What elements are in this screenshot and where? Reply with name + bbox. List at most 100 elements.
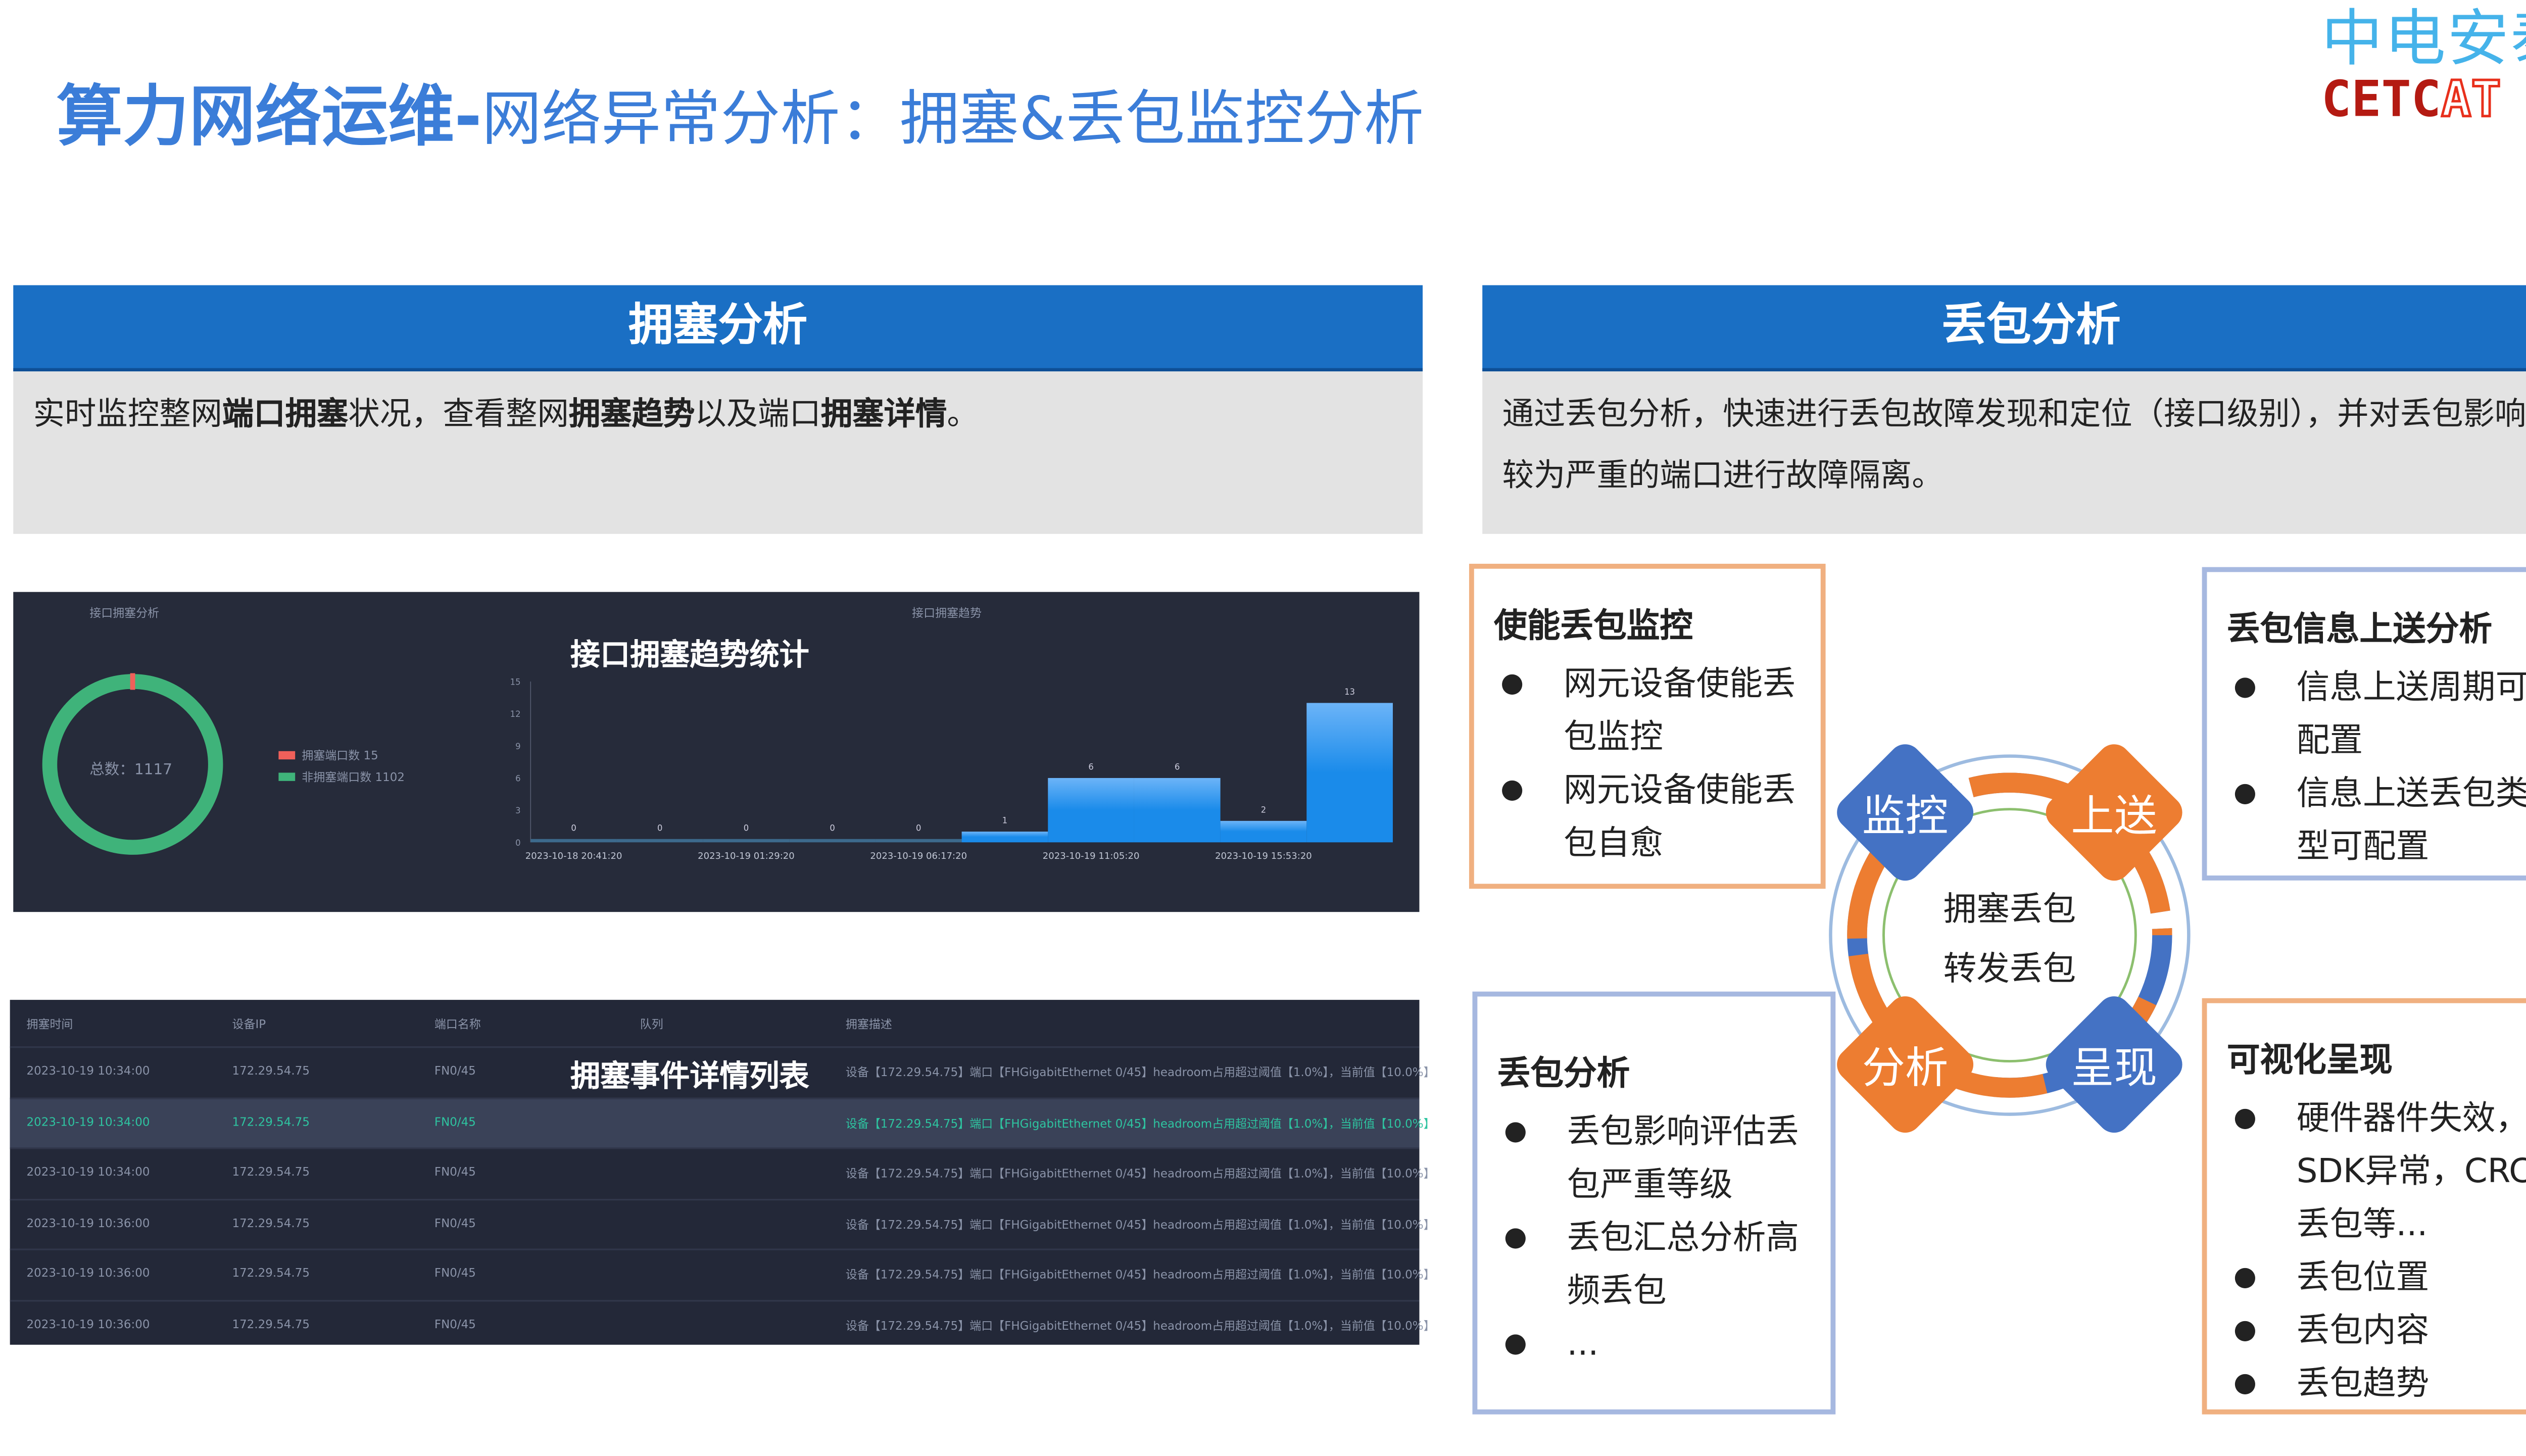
loss-description: 通过丢包分析，快速进行丢包故障发现和定位（接口级别），并对丢包影响面较为严重的端… — [1482, 371, 2526, 534]
table-header: 拥塞时间 设备IP 端口名称 队列 拥塞描述 — [10, 1000, 1420, 1049]
col-header-queue: 队列 — [640, 1018, 663, 1032]
table-cell: 设备【172.29.54.75】端口【FHGigabitEthernet 0/4… — [845, 1319, 1435, 1333]
list-item: 丢包趋势 — [2227, 1356, 2526, 1410]
legend-normal: 非拥塞端口数 1102 — [302, 771, 405, 785]
box-report-analysis: 丢包信息上送分析 信息上送周期可配置信息上送丢包类型可配置 — [2202, 567, 2526, 881]
table-cell: 设备【172.29.54.75】端口【FHGigabitEthernet 0/4… — [845, 1066, 1435, 1080]
table-cell: FN0/45 — [434, 1267, 476, 1280]
bar-value-label: 0 — [657, 823, 662, 833]
desc-text: 。 — [947, 396, 979, 433]
bar-value-label: 13 — [1344, 687, 1355, 697]
table-cell: 172.29.54.75 — [232, 1115, 310, 1129]
list-item: 硬件器件失效，SDK异常，CRC丢包等... — [2227, 1091, 2526, 1250]
chart-title: 接口拥塞趋势统计 — [570, 638, 809, 673]
table-title: 拥塞事件详情列表 — [570, 1059, 809, 1095]
list-item: 信息上送周期可配置 — [2227, 660, 2526, 766]
loss-section: 丢包分析 通过丢包分析，快速进行丢包故障发现和定位（接口级别），并对丢包影响面较… — [1482, 285, 2526, 534]
table-cell: 2023-10-19 10:34:00 — [26, 1115, 150, 1129]
table-cell: 设备【172.29.54.75】端口【FHGigabitEthernet 0/4… — [845, 1167, 1435, 1181]
x-tick-label: 2023-10-19 06:17:20 — [870, 851, 967, 861]
bar-value-label: 6 — [1088, 762, 1093, 772]
y-tick-label: 15 — [510, 677, 521, 687]
x-tick-label: 2023-10-18 20:41:20 — [525, 851, 622, 861]
desc-text: 以及端口 — [695, 396, 821, 433]
node-present: 呈现 — [2071, 1044, 2158, 1095]
table-cell: FN0/45 — [434, 1166, 476, 1179]
desc-text: 状况，查看整网 — [348, 396, 569, 433]
table-cell: 172.29.54.75 — [232, 1267, 310, 1280]
list-item: 丢包位置 — [2227, 1250, 2526, 1303]
bar — [530, 839, 617, 843]
logo-en: CETCAT — [2321, 71, 2526, 130]
table-cell: FN0/45 — [434, 1216, 476, 1230]
congestion-event-table: 拥塞时间 设备IP 端口名称 队列 拥塞描述 2023-10-19 10:34:… — [10, 1000, 1435, 1345]
center-line-2: 转发丢包 — [1943, 948, 2076, 989]
table-cell: FN0/45 — [434, 1317, 476, 1331]
table-cell: 2023-10-19 10:36:00 — [26, 1317, 150, 1331]
y-tick-label: 9 — [515, 742, 520, 751]
congestion-heading: 拥塞分析 — [13, 285, 1423, 372]
box-title: 丢包分析 — [1497, 1053, 1630, 1093]
box-visualization: 可视化呈现 硬件器件失效，SDK异常，CRC丢包等...丢包位置丢包内容丢包趋势 — [2202, 998, 2526, 1415]
table-cell: 172.29.54.75 — [232, 1166, 310, 1179]
box-title: 丢包信息上送分析 — [2226, 608, 2492, 649]
table-row[interactable]: 2023-10-19 10:34:00 172.29.54.75 FN0/45 设备【… — [10, 1147, 1435, 1199]
col-header-ip: 设备IP — [232, 1018, 266, 1032]
col-header-port: 端口名称 — [434, 1018, 481, 1032]
cycle-ring-orange — [1847, 772, 2172, 1098]
bar — [961, 832, 1048, 843]
desc-emphasis: 拥塞详情 — [820, 396, 947, 433]
x-tick-label: 2023-10-19 01:29:20 — [698, 851, 795, 861]
x-tick-label: 2023-10-19 15:53:20 — [1215, 851, 1312, 861]
x-tick-label: 2023-10-19 11:05:20 — [1043, 851, 1140, 861]
table-cell: 2023-10-19 10:36:00 — [26, 1216, 150, 1230]
list-item: 丢包内容 — [2227, 1303, 2526, 1356]
node-monitor: 监控 — [1862, 792, 1949, 843]
y-tick-label: 3 — [515, 806, 520, 815]
company-logo: 中电安泰 CETCAT — [2321, 6, 2526, 130]
table-cell: 设备【172.29.54.75】端口【FHGigabitEthernet 0/4… — [845, 1268, 1435, 1282]
donut-legend: 拥塞端口数 15 非拥塞端口数 1102 — [278, 748, 405, 786]
table-cell: 172.29.54.75 — [232, 1317, 310, 1331]
bar — [616, 839, 703, 843]
bar-value-label: 2 — [1261, 805, 1266, 814]
box-loss-analysis: 丢包分析 丢包影响评估丢包严重等级丢包汇总分析高频丢包... — [1472, 991, 1836, 1415]
table-row[interactable]: 2023-10-19 10:36:00 172.29.54.75 FN0/45 设备【… — [10, 1198, 1435, 1249]
node-analyze: 分析 — [1862, 1044, 1949, 1095]
page-title: 算力网络运维-网络异常分析：拥塞&丢包监控分析 — [57, 63, 1424, 159]
y-tick-label: 12 — [510, 709, 521, 719]
table-cell: FN0/45 — [434, 1115, 476, 1129]
desc-emphasis: 拥塞趋势 — [568, 396, 695, 433]
list-item: 丢包汇总分析高频丢包 — [1497, 1210, 1811, 1317]
bar-value-label: 0 — [830, 823, 835, 833]
bar — [789, 839, 876, 843]
center-line-1: 拥塞丢包 — [1943, 889, 2076, 929]
list-item: ... — [1497, 1317, 1811, 1370]
loss-heading: 丢包分析 — [1482, 285, 2526, 372]
cycle-diagram: 拥塞丢包转发丢包 监控 上送 分析 呈现 — [1821, 737, 2199, 1140]
congestion-dashboard: 接口拥塞分析 接口拥塞趋势 总数：1117 拥塞端口数 15 非拥塞端口数 11… — [13, 592, 1420, 912]
bar-value-label: 1 — [1002, 816, 1007, 826]
table-row[interactable]: 2023-10-19 10:36:00 172.29.54.75 FN0/45 设备【… — [10, 1299, 1435, 1351]
title-rest: 网络异常分析：拥塞&丢包监控分析 — [481, 86, 1424, 155]
logo-en-b: AT — [2440, 71, 2503, 130]
node-report: 上送 — [2071, 792, 2158, 843]
title-bold: 算力网络运维- — [56, 79, 482, 156]
table-cell: 设备【172.29.54.75】端口【FHGigabitEthernet 0/4… — [845, 1218, 1435, 1231]
table-cell: 172.29.54.75 — [232, 1216, 310, 1230]
box-enable-monitoring: 使能丢包监控 网元设备使能丢包监控网元设备使能丢包自愈 — [1469, 563, 1826, 889]
bar — [1220, 820, 1307, 843]
y-tick-label: 6 — [515, 774, 520, 784]
legend-congested: 拥塞端口数 15 — [302, 749, 378, 763]
box-title: 使能丢包监控 — [1494, 605, 1693, 645]
table-cell: 2023-10-19 10:34:00 — [26, 1166, 150, 1179]
desc-text: 实时监控整网 — [33, 396, 222, 433]
table-cell: 2023-10-19 10:34:00 — [26, 1064, 150, 1078]
box-title: 可视化呈现 — [2226, 1039, 2393, 1080]
table-cell: 172.29.54.75 — [232, 1064, 310, 1078]
bar — [1048, 778, 1134, 843]
